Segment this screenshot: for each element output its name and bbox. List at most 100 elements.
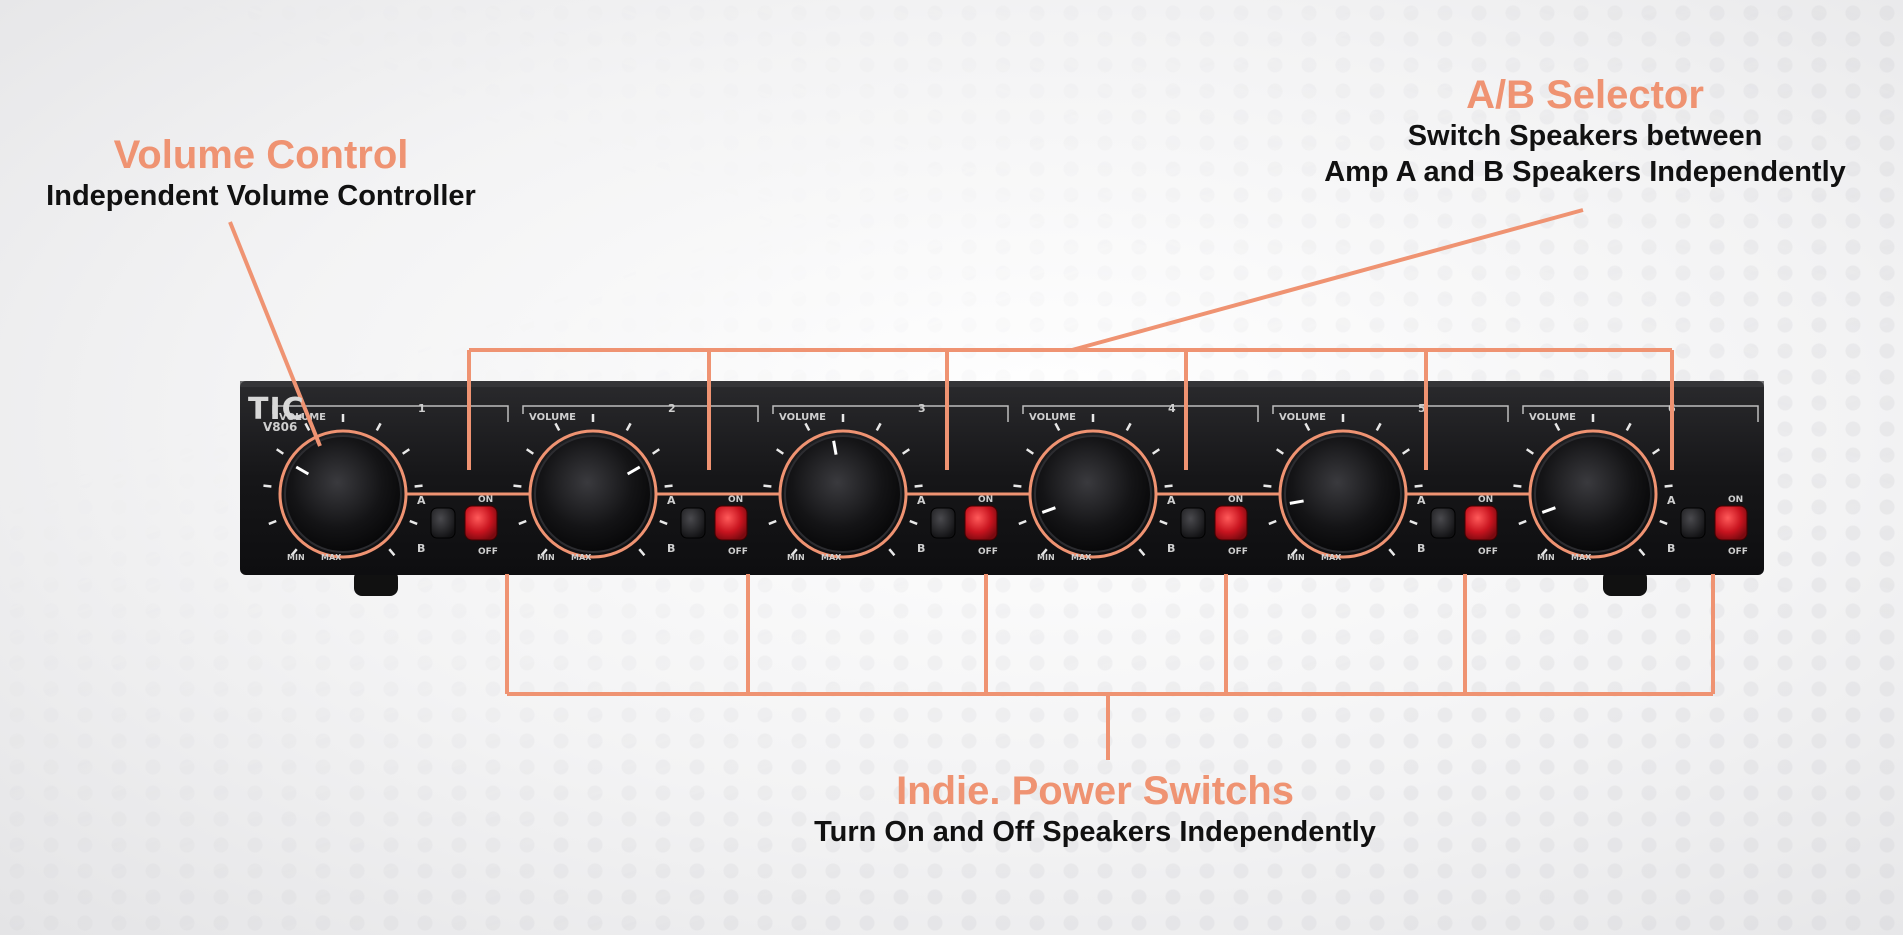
knob-tick	[388, 548, 396, 557]
channel-number: 3	[918, 402, 926, 415]
knob-tick	[875, 422, 882, 432]
max-label: MAX	[1571, 553, 1592, 562]
power-switch[interactable]	[1464, 505, 1498, 541]
knob-tick	[625, 422, 632, 432]
knob-pointer	[1041, 506, 1056, 514]
knob-tick	[1290, 548, 1298, 557]
on-label: ON	[1228, 495, 1243, 505]
foot-left	[354, 570, 398, 596]
volume-label: VOLUME	[279, 412, 326, 423]
a-label: A	[1417, 494, 1426, 507]
power-switch[interactable]	[1714, 505, 1748, 541]
knob-tick	[1275, 448, 1285, 455]
knob-tick	[888, 548, 896, 557]
on-label: ON	[478, 495, 493, 505]
b-label: B	[917, 542, 925, 555]
knob-tick	[275, 448, 285, 455]
ab-selector-switch[interactable]	[1180, 507, 1206, 539]
ab-selector-bracket	[467, 208, 1674, 470]
knob-tick	[554, 422, 561, 432]
min-label: MIN	[537, 553, 555, 562]
power-switch-title: Indie. Power Switchs	[896, 769, 1294, 813]
ab-selector-line1: Switch Speakers between	[1407, 120, 1763, 152]
knob-tick	[1540, 548, 1548, 557]
on-label: ON	[1478, 495, 1493, 505]
channel-header-bracket	[1022, 405, 1259, 422]
ab-selector-line2: Amp A and B Speakers Independently	[1324, 156, 1846, 188]
knob-tick	[1138, 548, 1146, 557]
volume-knob[interactable]	[1534, 435, 1652, 553]
max-label: MAX	[321, 553, 342, 562]
ab-selector-switch[interactable]	[680, 507, 706, 539]
volume-knob[interactable]	[534, 435, 652, 553]
volume-control-subtitle: Independent Volume Controller	[46, 180, 476, 212]
a-label: A	[917, 494, 926, 507]
off-label: OFF	[478, 547, 498, 557]
power-switch[interactable]	[714, 505, 748, 541]
knob-pointer	[1289, 499, 1304, 505]
ab-selector-switch[interactable]	[430, 507, 456, 539]
power-switch[interactable]	[964, 505, 998, 541]
a-label: A	[1667, 494, 1676, 507]
knob-tick	[914, 484, 923, 488]
min-label: MIN	[287, 553, 305, 562]
knob-tick	[909, 519, 918, 526]
knob-tick	[1513, 484, 1522, 488]
knob-tick	[1151, 448, 1161, 455]
model-number: V806	[263, 420, 298, 434]
volume-knob[interactable]	[284, 435, 402, 553]
off-label: OFF	[1228, 547, 1248, 557]
knob-pointer	[295, 465, 310, 476]
power-switch[interactable]	[464, 505, 498, 541]
off-label: OFF	[728, 547, 748, 557]
volume-knob[interactable]	[1284, 435, 1402, 553]
off-label: OFF	[978, 547, 998, 557]
volume-knob[interactable]	[1034, 435, 1152, 553]
knob-tick	[1659, 519, 1668, 526]
min-label: MIN	[1537, 553, 1555, 562]
knob-tick	[513, 484, 522, 488]
channel-header-bracket	[1272, 405, 1509, 422]
channel-number: 2	[668, 402, 676, 415]
knob-tick	[540, 548, 548, 557]
channel-number: 4	[1168, 402, 1176, 415]
ab-selector-switch[interactable]	[1430, 507, 1456, 539]
on-label: ON	[728, 495, 743, 505]
min-label: MIN	[787, 553, 805, 562]
off-label: OFF	[1728, 547, 1748, 557]
power-switch-bracket	[505, 574, 1715, 760]
volume-control-pointer	[228, 221, 322, 447]
knob-tick	[518, 519, 527, 526]
ab-selector-switch[interactable]	[1680, 507, 1706, 539]
knob-tick	[1040, 548, 1048, 557]
power-switch-subtitle: Turn On and Off Speakers Independently	[814, 816, 1376, 848]
knob-tick	[1025, 448, 1035, 455]
volume-label: VOLUME	[1529, 412, 1576, 423]
knob-tick	[525, 448, 535, 455]
volume-label: VOLUME	[529, 412, 576, 423]
volume-label: VOLUME	[1279, 412, 1326, 423]
a-label: A	[667, 494, 676, 507]
knob-tick	[1638, 548, 1646, 557]
knob-tick	[775, 448, 785, 455]
knob-tick	[1018, 519, 1027, 526]
knob-tick	[268, 519, 277, 526]
knob-tick	[1401, 448, 1411, 455]
power-switch[interactable]	[1214, 505, 1248, 541]
knob-tick	[1054, 422, 1061, 432]
foot-right	[1603, 570, 1647, 596]
on-label: ON	[978, 495, 993, 505]
knob-tick	[1013, 484, 1022, 488]
knob-tick	[1525, 448, 1535, 455]
volume-control-annotation: Volume Control Independent Volume Contro…	[22, 132, 500, 214]
ab-selector-title: A/B Selector	[1466, 73, 1704, 117]
off-label: OFF	[1478, 547, 1498, 557]
a-label: A	[417, 494, 426, 507]
knob-tick	[1375, 422, 1382, 432]
volume-knob[interactable]	[784, 435, 902, 553]
ab-selector-switch[interactable]	[930, 507, 956, 539]
knob-tick	[263, 484, 272, 488]
